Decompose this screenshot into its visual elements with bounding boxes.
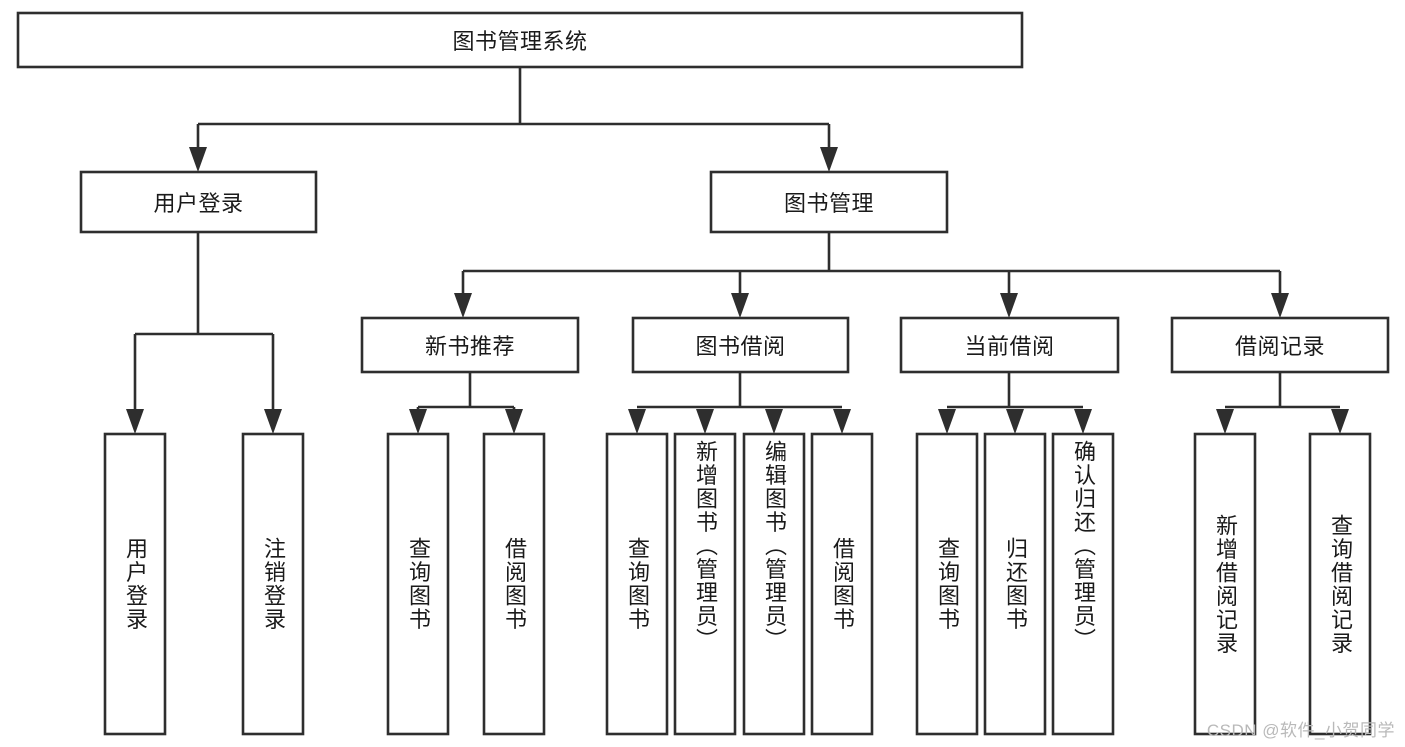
node-book-borrow[interactable]	[631, 316, 850, 374]
node-leaf-borrow-book-a[interactable]	[482, 432, 546, 736]
arrowhead-bookborrow-leaf-3	[765, 409, 783, 434]
watermark-text: CSDN @软件_小贺同学	[1206, 721, 1395, 740]
arrowhead-borrowrecord-leaf-2	[1331, 409, 1349, 434]
node-leaf-borrow-book-b[interactable]	[810, 432, 874, 736]
arrowhead-newbook-leaf-2	[505, 409, 523, 434]
node-leaf-edit-book-admin[interactable]	[742, 432, 806, 736]
arrowhead-currentborrow-leaf-1	[938, 409, 956, 434]
arrowhead-book-borrow	[731, 293, 749, 318]
node-leaf-query-borrow-record[interactable]	[1308, 432, 1372, 736]
arrowhead-leaf-user-login	[126, 409, 144, 434]
arrowhead-book-mgmt	[820, 147, 838, 172]
node-leaf-logout-login[interactable]	[241, 432, 305, 736]
node-leaf-add-book-admin[interactable]	[673, 432, 737, 736]
arrowhead-borrowrecord-leaf-1	[1216, 409, 1234, 434]
node-leaf-query-book-c[interactable]	[915, 432, 979, 736]
node-new-book-recommend[interactable]	[360, 316, 580, 374]
node-borrow-record[interactable]	[1170, 316, 1390, 374]
arrowhead-currentborrow-leaf-2	[1006, 409, 1024, 434]
node-leaf-query-book-a[interactable]	[386, 432, 450, 736]
arrowhead-current-borrow	[1000, 293, 1018, 318]
arrowhead-new-book	[454, 293, 472, 318]
node-book-management[interactable]	[709, 170, 949, 234]
arrowhead-user-login	[189, 147, 207, 172]
arrowhead-borrow-record	[1271, 293, 1289, 318]
node-user-login[interactable]	[79, 170, 318, 234]
node-current-borrow[interactable]	[899, 316, 1120, 374]
node-leaf-confirm-return-admin[interactable]	[1051, 432, 1115, 736]
arrowhead-bookborrow-leaf-4	[833, 409, 851, 434]
node-leaf-add-borrow-record[interactable]	[1193, 432, 1257, 736]
arrowhead-newbook-leaf-1	[409, 409, 427, 434]
nodes-group	[16, 11, 1390, 736]
arrowhead-leaf-logout	[264, 409, 282, 434]
arrowhead-bookborrow-leaf-2	[696, 409, 714, 434]
arrowhead-bookborrow-leaf-1	[628, 409, 646, 434]
node-leaf-user-login[interactable]	[103, 432, 167, 736]
node-leaf-return-book[interactable]	[983, 432, 1047, 736]
node-leaf-query-book-b[interactable]	[605, 432, 669, 736]
arrowhead-currentborrow-leaf-3	[1074, 409, 1092, 434]
edges-group	[126, 67, 1349, 434]
node-root-system[interactable]	[16, 11, 1024, 69]
